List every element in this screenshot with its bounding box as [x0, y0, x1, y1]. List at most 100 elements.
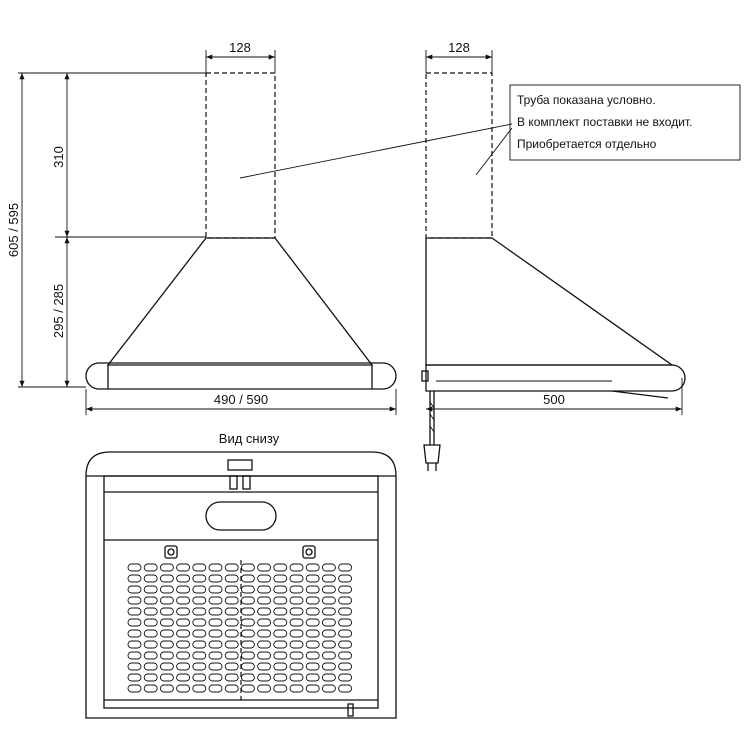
grille-slot	[289, 585, 304, 594]
grille-slot	[127, 618, 142, 627]
grille-slot	[289, 684, 304, 693]
grille-slot	[321, 618, 336, 627]
grille-slot	[305, 596, 320, 605]
grille-slot	[176, 629, 191, 638]
dim-hood-depth: 500	[543, 392, 565, 407]
dim-pipe-height: 310	[51, 146, 66, 168]
grille-slot	[257, 662, 272, 671]
grille-slot	[224, 673, 239, 682]
grille-slot	[273, 629, 288, 638]
grille-slot	[321, 585, 336, 594]
grille-slot	[257, 585, 272, 594]
grille-slot	[176, 563, 191, 572]
grille-slot	[338, 629, 353, 638]
grille-slot	[240, 651, 255, 660]
bottom-view: Вид снизу	[85, 431, 397, 719]
grille-slot	[192, 684, 207, 693]
grille-slot	[321, 596, 336, 605]
grille-slot	[159, 629, 174, 638]
grille-slot	[257, 640, 272, 649]
grille-slot	[240, 618, 255, 627]
grille-slot	[192, 607, 207, 616]
grille-slot	[273, 585, 288, 594]
grille-slot	[257, 574, 272, 583]
grille-slot	[208, 618, 223, 627]
grille-slot	[273, 563, 288, 572]
grille-slot	[159, 662, 174, 671]
grille-slot	[176, 662, 191, 671]
grille-slot	[224, 684, 239, 693]
grille-slot	[143, 684, 158, 693]
grille-slot	[127, 629, 142, 638]
pipe-note: Труба показана условно. В комплект поста…	[239, 84, 741, 179]
grille-slot	[289, 618, 304, 627]
grille-slot	[321, 629, 336, 638]
grille-slot	[338, 640, 353, 649]
bottom-view-title: Вид снизу	[219, 431, 280, 446]
grille-slot	[159, 640, 174, 649]
grille-slot	[273, 596, 288, 605]
front-dimensions: 128 310 295 / 285 605 / 595 490 / 590	[6, 40, 397, 415]
bottom-inner-panel	[103, 475, 379, 709]
grille-slot	[192, 640, 207, 649]
side-pipe-outline	[425, 72, 493, 239]
grille-slot	[208, 640, 223, 649]
bottom-outer-frame	[85, 451, 397, 719]
grille-slot	[224, 596, 239, 605]
filter-latch-left	[164, 545, 178, 559]
grille-slot	[338, 607, 353, 616]
grille-slot	[192, 596, 207, 605]
grille-slot	[159, 651, 174, 660]
dim-pipe-width-side: 128	[448, 40, 470, 55]
grille-slot	[321, 574, 336, 583]
grille-slot	[208, 629, 223, 638]
grille-slot	[143, 673, 158, 682]
grille-slot	[305, 618, 320, 627]
grille-slot	[321, 640, 336, 649]
grille-slot	[143, 640, 158, 649]
side-filter-edge	[611, 390, 669, 399]
grille-slot	[127, 596, 142, 605]
grille-slot	[159, 673, 174, 682]
grille-slot	[273, 618, 288, 627]
grille-slot	[305, 651, 320, 660]
grille-slot	[208, 651, 223, 660]
grille-slot	[305, 684, 320, 693]
grille-slot	[143, 662, 158, 671]
grille-slot	[143, 607, 158, 616]
front-pipe-outline	[205, 72, 276, 239]
grille-slot	[240, 574, 255, 583]
grille-slot	[143, 596, 158, 605]
grille-slot	[338, 618, 353, 627]
grille-slot	[176, 640, 191, 649]
grille-slot	[257, 673, 272, 682]
grille-slot	[338, 662, 353, 671]
grille-slot	[321, 662, 336, 671]
grille-slot	[273, 673, 288, 682]
lamp-window	[205, 501, 277, 531]
grille-slot	[289, 640, 304, 649]
grille-slot	[127, 651, 142, 660]
grille-slot	[338, 673, 353, 682]
grille-slot	[127, 607, 142, 616]
control-button-right	[242, 475, 251, 490]
side-hood-body	[425, 237, 675, 366]
grille-slot	[143, 585, 158, 594]
grille-slot	[208, 673, 223, 682]
grille-slot	[224, 629, 239, 638]
grille-slot	[208, 662, 223, 671]
grille-slot	[224, 640, 239, 649]
grille-slot	[240, 596, 255, 605]
grille-slot	[143, 563, 158, 572]
grille-slot	[176, 596, 191, 605]
grille-slot	[289, 651, 304, 660]
grille-slot	[143, 618, 158, 627]
grille-slot	[192, 673, 207, 682]
grille-slot	[240, 629, 255, 638]
grille-slot	[240, 684, 255, 693]
grille-slot	[127, 662, 142, 671]
grille-slot	[192, 574, 207, 583]
grille-slot	[208, 563, 223, 572]
grille-slot	[240, 607, 255, 616]
grille-slot	[159, 684, 174, 693]
